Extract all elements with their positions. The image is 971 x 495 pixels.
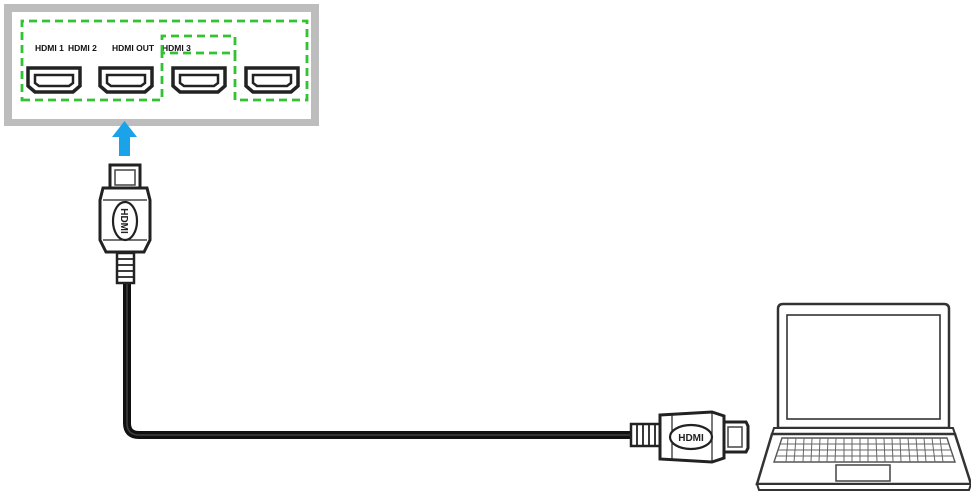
plug-logo: HDMI — [118, 208, 129, 234]
hdmi-cable — [123, 276, 644, 439]
arrow-up-icon — [112, 121, 137, 156]
port-label-hdmi3: HDMI 3 — [162, 43, 191, 53]
port-label-hdmi-out: HDMI OUT — [112, 43, 155, 53]
hdmi-port-icon — [98, 66, 154, 94]
plug-logo: HDMI — [678, 433, 704, 444]
hdmi-port-icon — [171, 66, 227, 94]
port-label-hdmi1: HDMI 1 — [35, 43, 64, 53]
hdmi-port-icon — [244, 66, 300, 94]
hdmi-plug-icon: HDMI — [98, 163, 152, 285]
hdmi-plug-icon: HDMI — [629, 410, 750, 464]
hdmi-port-icon — [26, 66, 82, 94]
laptop-icon — [755, 302, 971, 491]
port-highlight — [20, 19, 309, 102]
port-label-hdmi2: HDMI 2 — [68, 43, 97, 53]
